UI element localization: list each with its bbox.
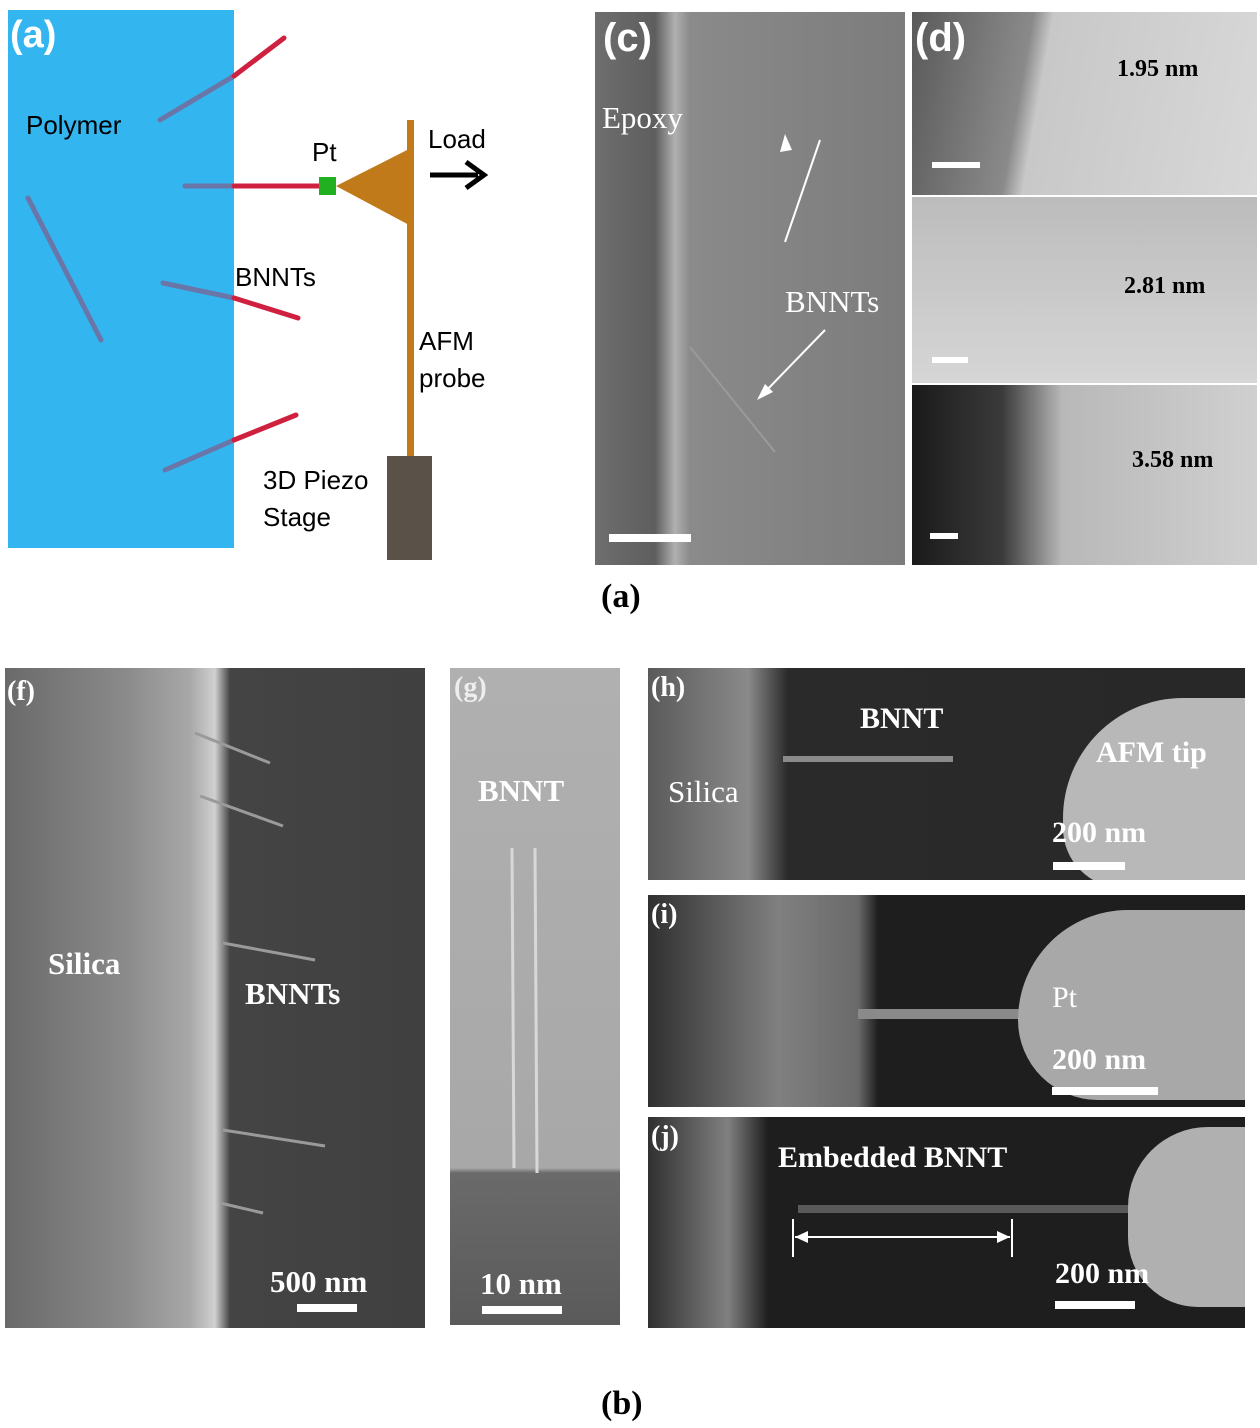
panel-label-i: (i): [651, 899, 678, 930]
pt-label: Pt: [312, 137, 337, 167]
load-label: Load: [428, 124, 486, 154]
pt-weld: [1018, 910, 1245, 1100]
embedded-length-arrow-icon: [792, 1219, 1013, 1257]
stage-label-2: Stage: [263, 502, 331, 532]
bnnt-label: BNNT: [860, 702, 944, 735]
scale-bar: [932, 357, 968, 363]
panel-label-d: (d): [915, 16, 967, 60]
scale-bar: [609, 534, 691, 542]
panel-c-sem-image: (c) Epoxy BNNTs: [595, 12, 905, 565]
afm-tip: [1128, 1127, 1245, 1307]
pt-label: Pt: [1052, 981, 1078, 1014]
epoxy-label: Epoxy: [602, 100, 683, 135]
panel-label-c: (c): [603, 16, 652, 60]
scale-bar: [1053, 862, 1125, 870]
scale-label: 200 nm: [1055, 1257, 1150, 1290]
bnnt-tube: [25, 195, 104, 343]
panel-i-sem-image: (i) Pt 200 nm: [648, 895, 1245, 1107]
panel-g-tem-image: (g) BNNT 10 nm: [450, 668, 620, 1325]
bnnt-tube: [858, 1009, 1038, 1019]
scale-bar: [1055, 1301, 1135, 1309]
scale-bar: [1052, 1087, 1158, 1095]
load-arrow-icon: [430, 159, 489, 191]
panel-d2-tem-image: 2.81 nm: [912, 197, 1257, 383]
bnnt-tube: [783, 756, 953, 762]
caption-bottom: (b): [601, 1385, 643, 1422]
bnnts-label: BNNTs: [785, 284, 880, 319]
afm-label: AFM: [419, 326, 474, 356]
panel-d3-tem-image: 3.58 nm: [912, 385, 1257, 565]
silica-label: Silica: [668, 774, 739, 809]
panel-label-f: (f): [7, 676, 35, 707]
polymer-block: [8, 10, 234, 548]
diameter-label: 1.95 nm: [1117, 56, 1199, 82]
schematic-diagram: [8, 10, 489, 560]
scale-label: 10 nm: [480, 1266, 562, 1301]
afm-tip: [1063, 698, 1245, 880]
panel-label-j: (j): [651, 1121, 679, 1152]
pt-weld: [319, 177, 336, 195]
arrow-icon: [762, 329, 826, 395]
bnnt-tube: [162, 437, 237, 473]
panel-label-a: (a): [10, 14, 57, 56]
panel-h-sem-image: (h) BNNT Silica AFM tip 200 nm: [648, 668, 1245, 880]
stage-label-1: 3D Piezo: [263, 465, 369, 495]
panel-d1-tem-image: (d) 1.95 nm: [912, 12, 1257, 195]
afm-tip: [336, 148, 411, 226]
bnnts-label: BNNTs: [235, 262, 316, 292]
scale-label: 200 nm: [1052, 816, 1147, 849]
scale-bar: [297, 1304, 357, 1312]
caption-top: (a): [601, 578, 641, 615]
arrow-icon: [784, 139, 821, 243]
probe-label: probe: [419, 363, 486, 393]
silica-label: Silica: [48, 946, 121, 981]
scale-bar: [482, 1306, 562, 1314]
scale-label: 500 nm: [270, 1264, 368, 1299]
embedded-bnnt-label: Embedded BNNT: [778, 1141, 1008, 1174]
scale-bar: [932, 162, 980, 168]
panel-f-sem-image: (f) Silica BNNTs 500 nm: [5, 668, 425, 1328]
panel-label-h: (h): [651, 672, 686, 703]
diameter-label: 2.81 nm: [1124, 273, 1206, 299]
polymer-label: Polymer: [26, 110, 122, 140]
afm-cantilever: [407, 120, 414, 460]
bnnt-tube: [160, 280, 237, 301]
bnnts-label: BNNTs: [245, 976, 341, 1011]
bnnt-tube: [798, 1205, 1138, 1213]
diameter-label: 3.58 nm: [1132, 447, 1214, 473]
bnnt-tube: [157, 73, 237, 123]
afm-tip-label: AFM tip: [1096, 736, 1207, 769]
scale-bar: [930, 533, 958, 539]
piezo-stage: [387, 456, 432, 560]
bnnt-label: BNNT: [478, 773, 565, 808]
panel-label-g: (g): [454, 672, 487, 703]
scale-label: 200 nm: [1052, 1043, 1147, 1076]
panel-j-sem-image: (j) Embedded BNNT 200 nm: [648, 1117, 1245, 1328]
